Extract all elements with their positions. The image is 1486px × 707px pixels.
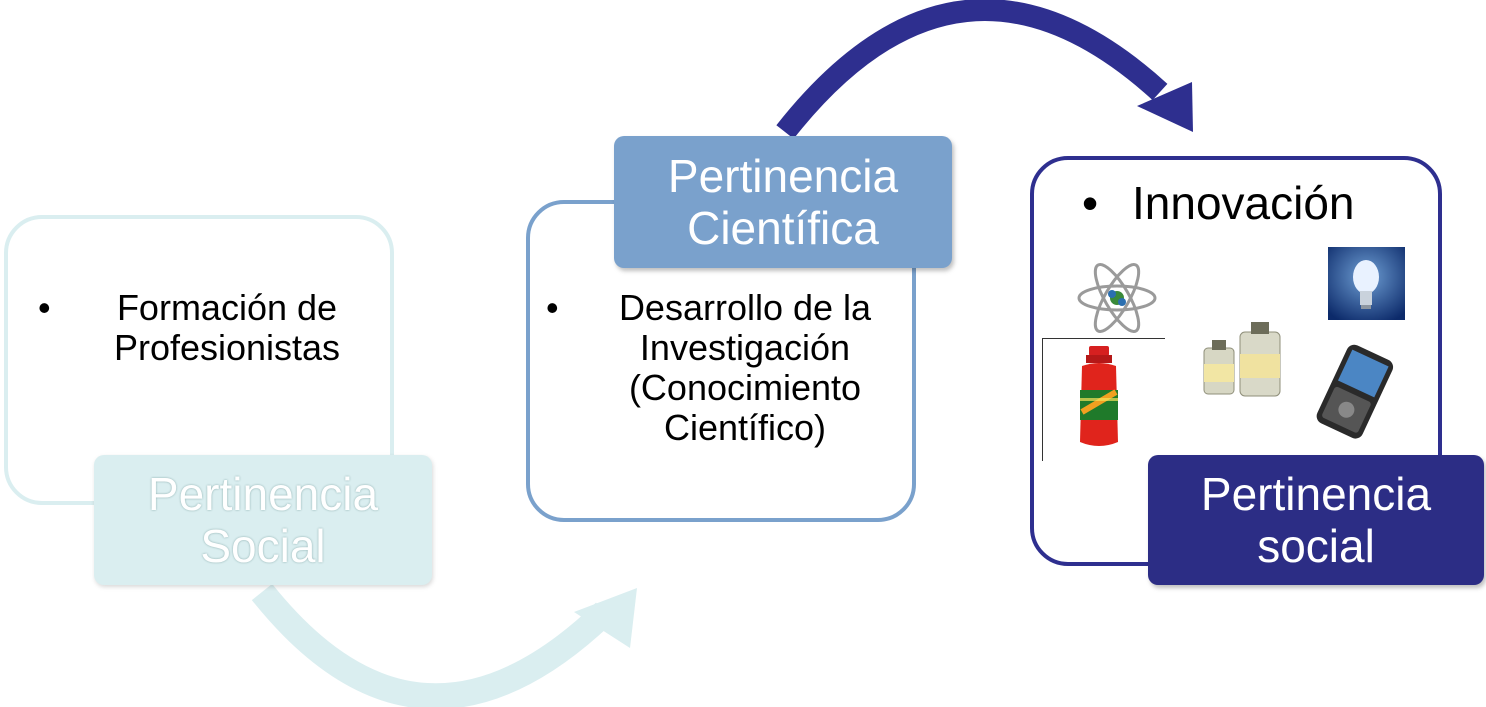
bullet-dot: • xyxy=(38,287,51,328)
connector-arrow-2 xyxy=(776,0,1193,139)
stage1-bullet-line-1: Formación de xyxy=(116,287,338,328)
stage3-tag: Pertinencia social xyxy=(1148,455,1484,585)
stage1-tag-line-2: Social xyxy=(200,520,326,572)
stage1-tag-line-1: Pertinencia xyxy=(147,468,379,520)
stage1-bullet: • Formación de Profesionistas xyxy=(38,288,378,368)
stage2-bullet-text: Desarrollo de la Investigación (Conocimi… xyxy=(546,288,906,448)
atom-icon xyxy=(1077,263,1157,333)
stage2-bullet-line-2: Investigación xyxy=(639,327,851,368)
stage2-bullet-line-4: Científico) xyxy=(663,407,827,448)
stage2-bullet-line-3: (Conocimiento xyxy=(628,367,862,408)
stage3-bullet-text: Innovación xyxy=(1132,177,1355,229)
stage2-bullet: • Desarrollo de la Investigación (Conoci… xyxy=(546,288,906,448)
sports-drink-bottle-icon xyxy=(1080,346,1118,446)
stage1-bullet-line-2: Profesionistas xyxy=(113,327,341,368)
bullet-dot: • xyxy=(1082,177,1099,229)
stage2-tag-line-2: Científica xyxy=(687,202,879,254)
stage3-tag-line-1: Pertinencia xyxy=(1200,468,1432,520)
stage3-bullet: • Innovación xyxy=(1082,178,1402,228)
stage2-tag-line-1: Pertinencia xyxy=(667,150,899,202)
bullet-dot: • xyxy=(546,287,559,328)
connector-arrow-1 xyxy=(251,583,637,707)
image-frame-line xyxy=(1042,338,1165,461)
stage1-tag: Pertinencia Social xyxy=(94,455,432,585)
stage2-tag: Pertinencia Científica xyxy=(614,136,952,268)
stage1-bullet-text: Formación de Profesionistas xyxy=(38,288,378,368)
medicine-vials-icon xyxy=(1203,322,1281,397)
stage3-tag-line-2: social xyxy=(1257,520,1375,572)
light-bulb-icon xyxy=(1328,247,1405,320)
mobile-phone-icon xyxy=(1316,344,1394,439)
stage2-bullet-line-1: Desarrollo de la xyxy=(618,287,872,328)
